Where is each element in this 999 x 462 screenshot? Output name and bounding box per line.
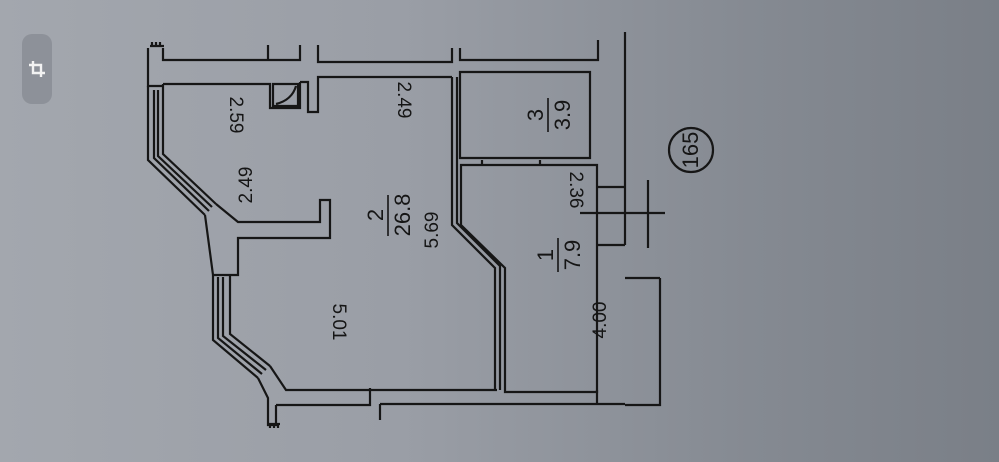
room-3-label: 3 3.9 <box>523 98 575 132</box>
room-3-number: 3 <box>523 109 548 121</box>
dim-room2-top-right: 2.49 <box>393 82 414 119</box>
room-1-area: 7.9 <box>560 240 585 271</box>
dim-room2-bottom: 5.01 <box>328 304 349 341</box>
dim-room2-window-top: 2.49 <box>236 167 257 204</box>
crop-icon <box>29 61 45 77</box>
dim-room2-length: 5.69 <box>422 212 443 249</box>
dim-room1-width: 2.36 <box>565 172 586 209</box>
room-2-number: 2 <box>363 209 388 221</box>
room-1-label: 1 7.9 <box>533 238 585 272</box>
room-2-area: 26.8 <box>390 194 415 237</box>
room-1-number: 1 <box>533 249 558 261</box>
crop-button[interactable] <box>22 34 52 104</box>
apartment-number-circle <box>667 126 715 174</box>
room-2-label: 2 26.8 <box>363 194 415 237</box>
walls <box>146 32 665 428</box>
room-3-area: 3.9 <box>550 100 575 131</box>
dim-room1-length: 4.00 <box>590 302 611 339</box>
dim-room2-top-left: 2.59 <box>225 97 246 134</box>
apartment-number: 165 <box>678 132 703 169</box>
